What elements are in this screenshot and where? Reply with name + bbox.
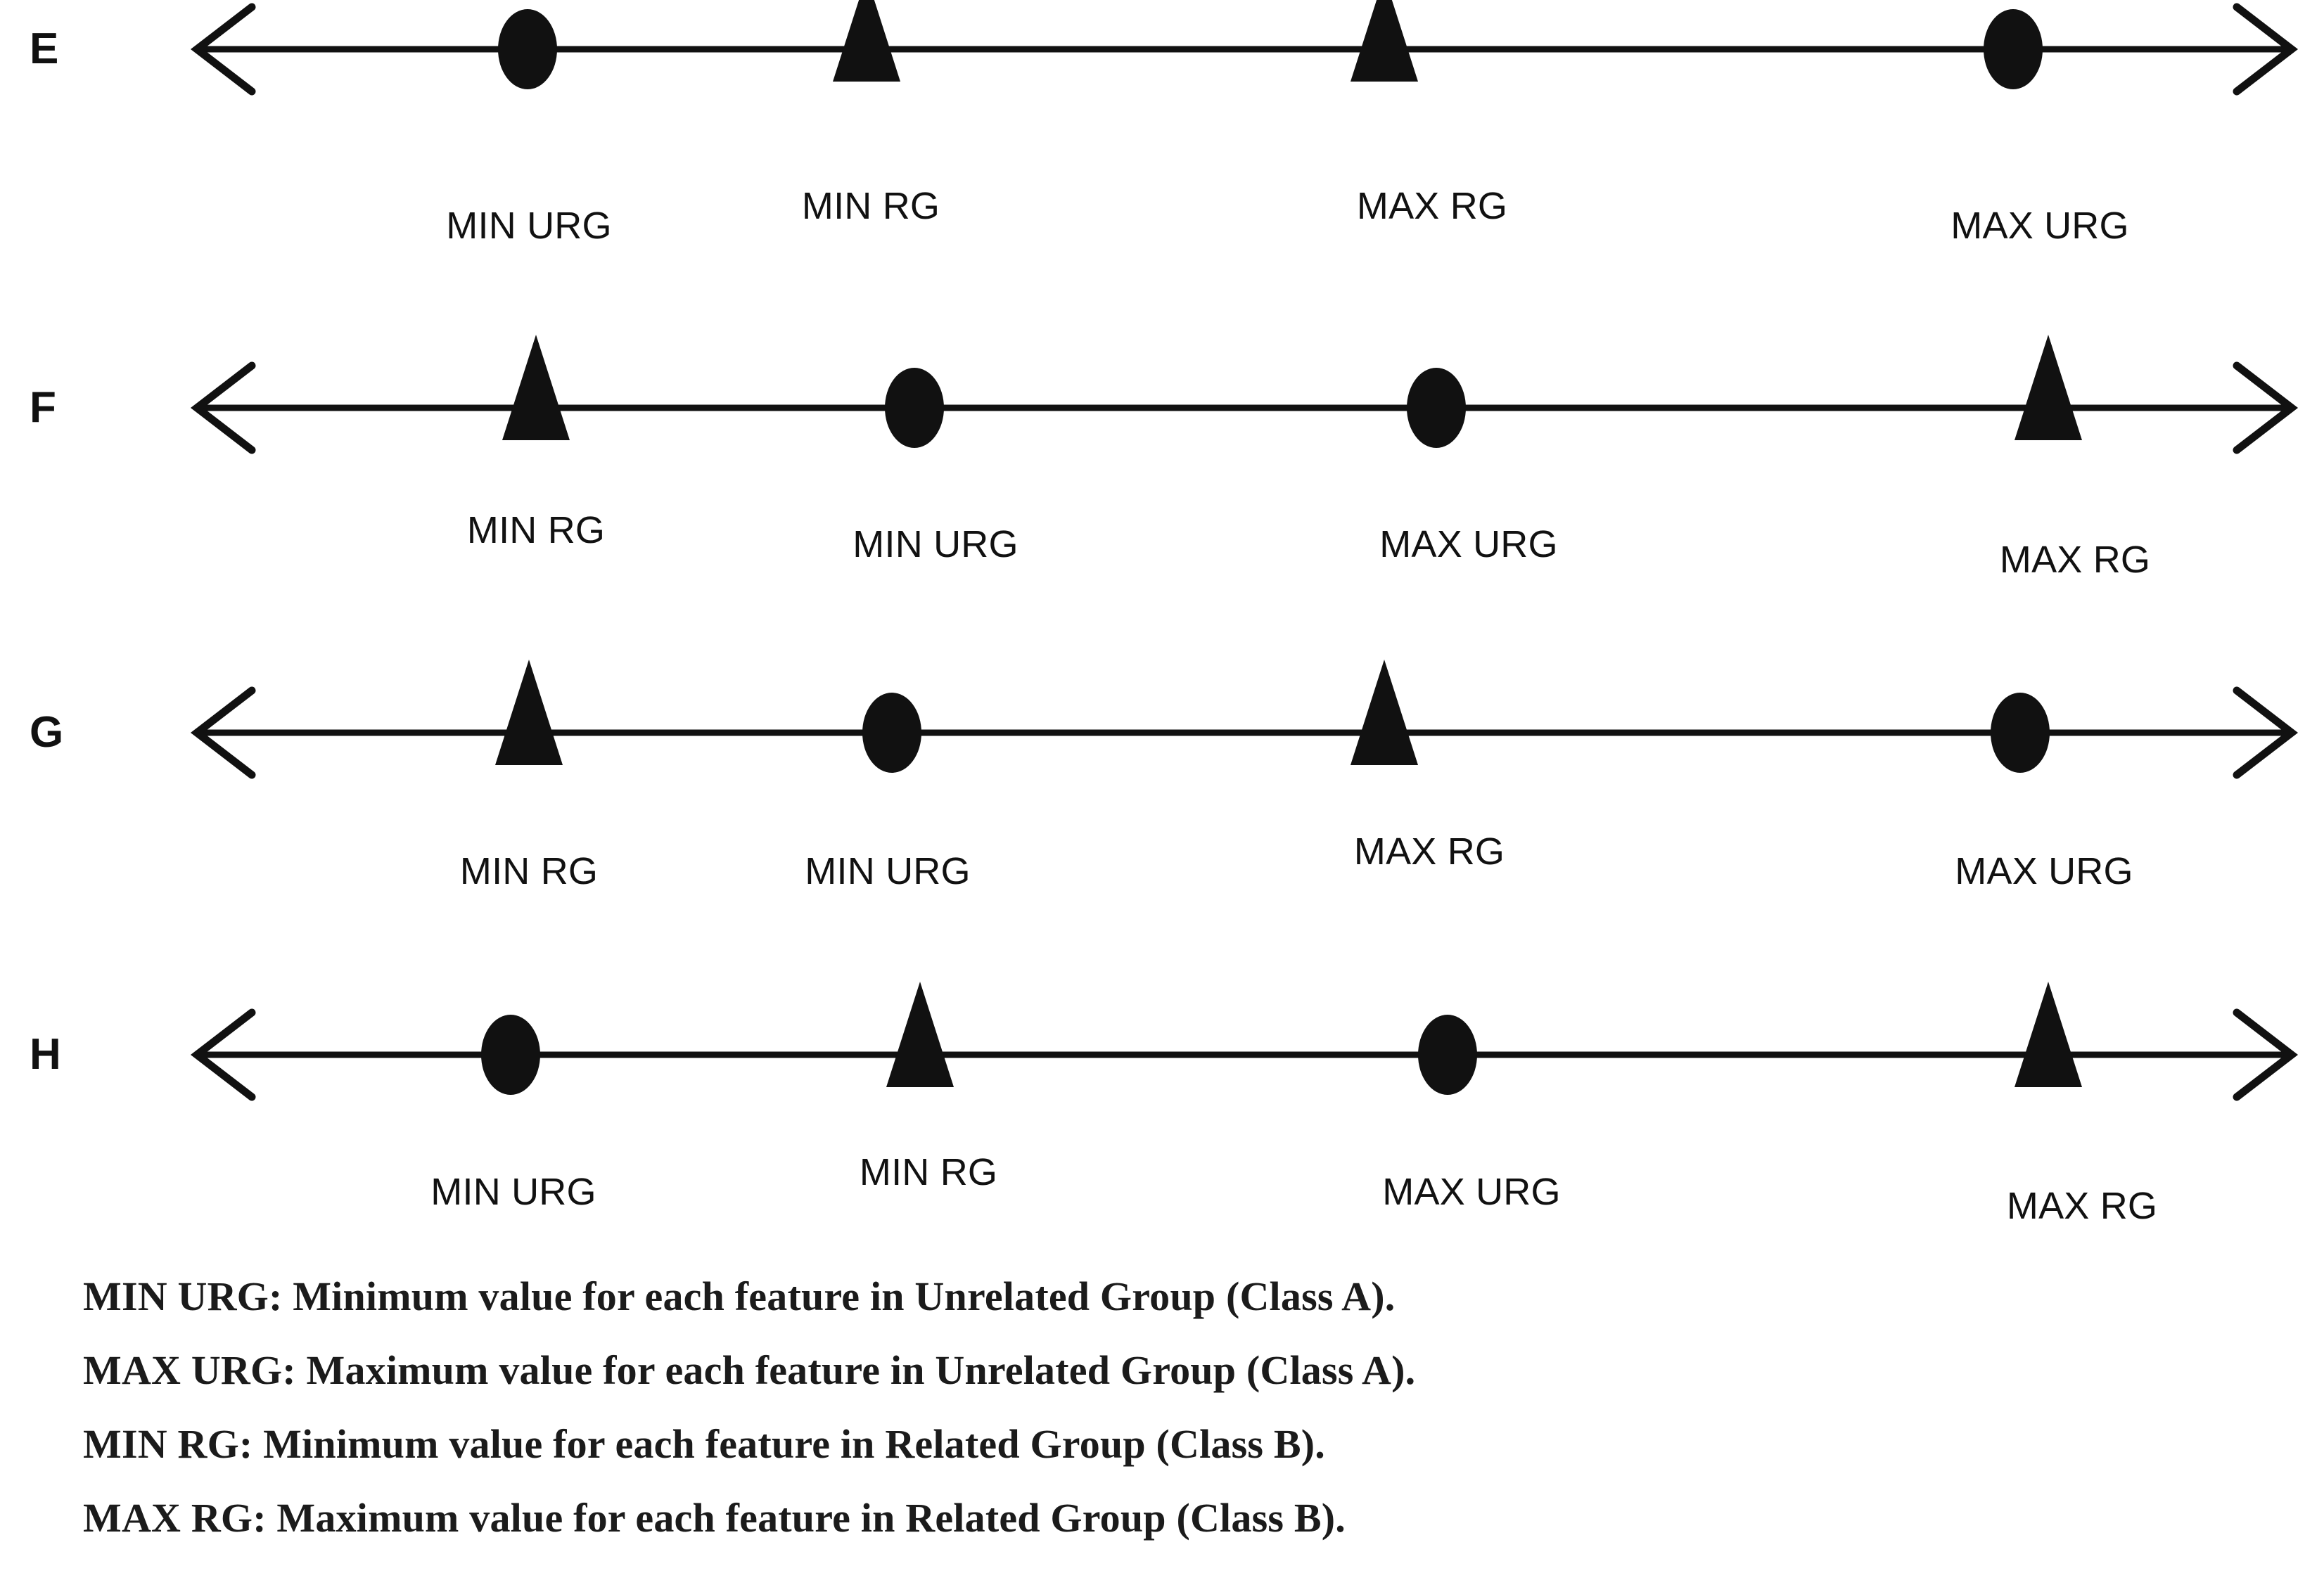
- arrowhead-left-icon: [190, 686, 256, 779]
- axis-graphic-g: [190, 660, 2299, 779]
- marker-triangle-rg: [886, 982, 954, 1087]
- legend-line: MAX URG: Maximum value for each feature …: [83, 1347, 1416, 1393]
- marker-triangle-rg: [2015, 982, 2082, 1087]
- marker-label: MAX URG: [1950, 205, 2129, 247]
- marker-label: MAX RG: [1999, 539, 2151, 581]
- marker-triangle-rg: [833, 0, 900, 82]
- marker-triangle-rg: [2015, 335, 2082, 440]
- arrowhead-left-icon: [190, 361, 256, 454]
- marker-label: MIN RG: [466, 509, 606, 551]
- marker-triangle-rg: [495, 660, 563, 765]
- marker-circle-urg: [1407, 368, 1466, 448]
- marker-label: MIN RG: [801, 185, 940, 227]
- axis-graphic-e: [190, 0, 2299, 96]
- marker-triangle-rg: [1351, 660, 1418, 765]
- arrowhead-right-icon: [2233, 3, 2299, 96]
- legend-block: MIN URG: Minimum value for each feature …: [83, 1276, 1912, 1572]
- marker-label: MIN RG: [859, 1151, 998, 1193]
- row-letter-f: F: [30, 383, 57, 432]
- legend-line: MIN URG: Minimum value for each feature …: [83, 1273, 1396, 1319]
- marker-label: MIN URG: [853, 523, 1019, 565]
- marker-label: MAX URG: [1379, 523, 1558, 565]
- marker-label: MAX URG: [1382, 1171, 1561, 1213]
- arrowhead-left-icon: [190, 3, 256, 96]
- marker-triangle-rg: [1351, 0, 1418, 82]
- axis-graphic-f: [190, 335, 2299, 454]
- marker-label: MIN URG: [446, 205, 612, 247]
- marker-circle-urg: [885, 368, 944, 448]
- marker-circle-urg: [498, 9, 557, 89]
- marker-label: MAX URG: [1955, 850, 2133, 892]
- arrowhead-right-icon: [2233, 1008, 2299, 1101]
- marker-label: MAX RG: [1353, 830, 1505, 873]
- arrowhead-right-icon: [2233, 361, 2299, 454]
- marker-circle-urg: [862, 693, 921, 773]
- row-letter-e: E: [30, 25, 59, 73]
- marker-label: MIN URG: [430, 1171, 596, 1213]
- marker-circle-urg: [1418, 1015, 1477, 1095]
- marker-label: MIN RG: [459, 850, 599, 892]
- row-letter-g: G: [30, 708, 64, 757]
- marker-circle-urg: [481, 1015, 540, 1095]
- arrowhead-left-icon: [190, 1008, 256, 1101]
- axis-graphic-h: [190, 982, 2299, 1101]
- marker-circle-urg: [1991, 693, 2050, 773]
- marker-label: MIN URG: [805, 850, 971, 892]
- arrowhead-right-icon: [2233, 686, 2299, 779]
- legend-line: MAX RG: Maximum value for each feature i…: [83, 1495, 1346, 1541]
- row-letter-h: H: [30, 1030, 62, 1079]
- marker-label: MAX RG: [1356, 185, 1508, 227]
- marker-label: MAX RG: [2006, 1185, 2158, 1227]
- marker-circle-urg: [1984, 9, 2043, 89]
- legend-line: MIN RG: Minimum value for each feature i…: [83, 1421, 1325, 1467]
- marker-triangle-rg: [502, 335, 570, 440]
